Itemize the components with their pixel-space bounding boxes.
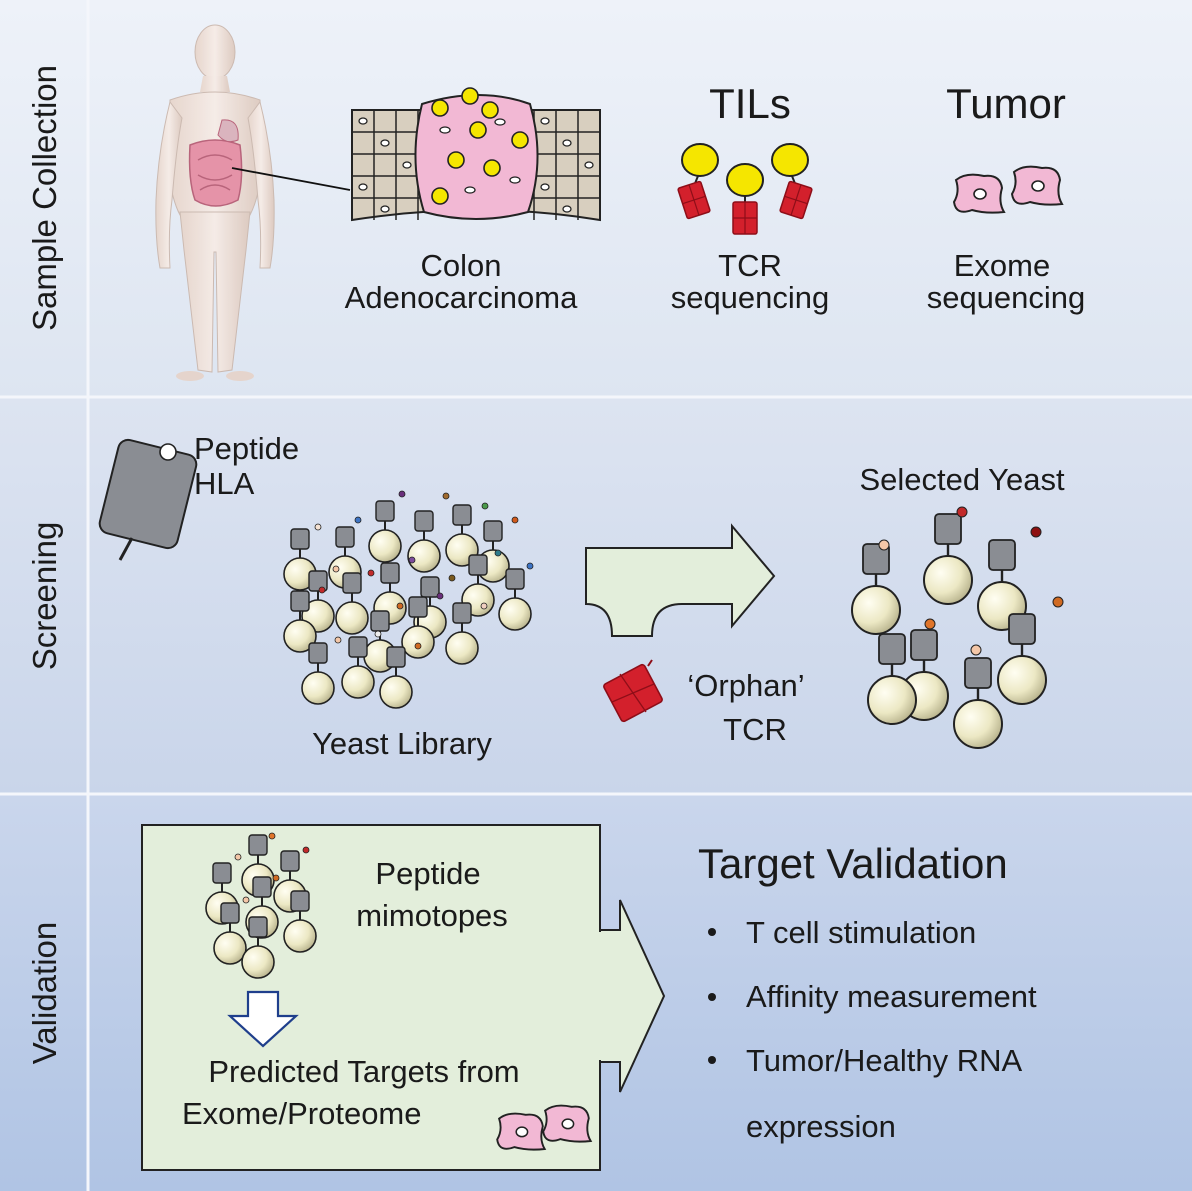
validation-bullets: T cell stimulation Affinity measurement … — [708, 915, 1037, 1144]
til-cells — [676, 143, 814, 235]
bullet-tumor-healthy-rna: Tumor/Healthy RNA — [746, 1043, 1023, 1078]
peptide-label: Peptide — [194, 431, 299, 466]
bullet-affinity-measurement: Affinity measurement — [746, 979, 1037, 1014]
human-figure — [155, 24, 275, 381]
orphan-label: ‘Orphan’ — [687, 668, 804, 703]
bullet-t-cell-stimulation: T cell stimulation — [746, 915, 976, 950]
validation-arrow — [599, 899, 666, 1093]
screening-label: Screening — [26, 522, 63, 671]
down-arrow — [227, 990, 299, 1048]
target-validation-title: Target Validation — [698, 840, 1008, 887]
bullet-expression: expression — [746, 1109, 896, 1144]
selected-yeast — [850, 506, 1064, 750]
orphan-tcr-label: TCR — [723, 712, 787, 747]
orphan-tcr-icon — [603, 659, 663, 723]
tcr-sequencing-label: sequencing — [671, 280, 830, 315]
predicted-targets-label-1: Predicted Targets from — [208, 1054, 519, 1089]
callout-line — [231, 167, 351, 191]
tcr-label: TCR — [718, 248, 782, 283]
tils-title: TILs — [709, 80, 791, 127]
exome-sequencing-label: sequencing — [927, 280, 1086, 315]
yeast-library-label: Yeast Library — [312, 726, 492, 761]
tumor-title: Tumor — [946, 80, 1066, 127]
colon-label: Colon — [421, 248, 502, 283]
sample-collection-label: Sample Collection — [26, 65, 63, 331]
predicted-targets-label-2: Exome/Proteome — [182, 1096, 422, 1131]
yeast-library — [283, 490, 534, 709]
mimotope-yeast — [205, 832, 317, 979]
selection-arrow — [585, 523, 776, 637]
exome-label: Exome — [954, 248, 1050, 283]
colon-tissue — [351, 87, 601, 222]
adenocarcinoma-label: Adenocarcinoma — [345, 280, 578, 315]
mimotopes-label-2: mimotopes — [356, 898, 508, 933]
validation-label: Validation — [26, 922, 63, 1065]
selected-yeast-label: Selected Yeast — [859, 462, 1065, 497]
mimotopes-label-1: Peptide — [375, 856, 480, 891]
hla-label: HLA — [194, 466, 255, 501]
peptide-hla-icon — [98, 438, 198, 561]
